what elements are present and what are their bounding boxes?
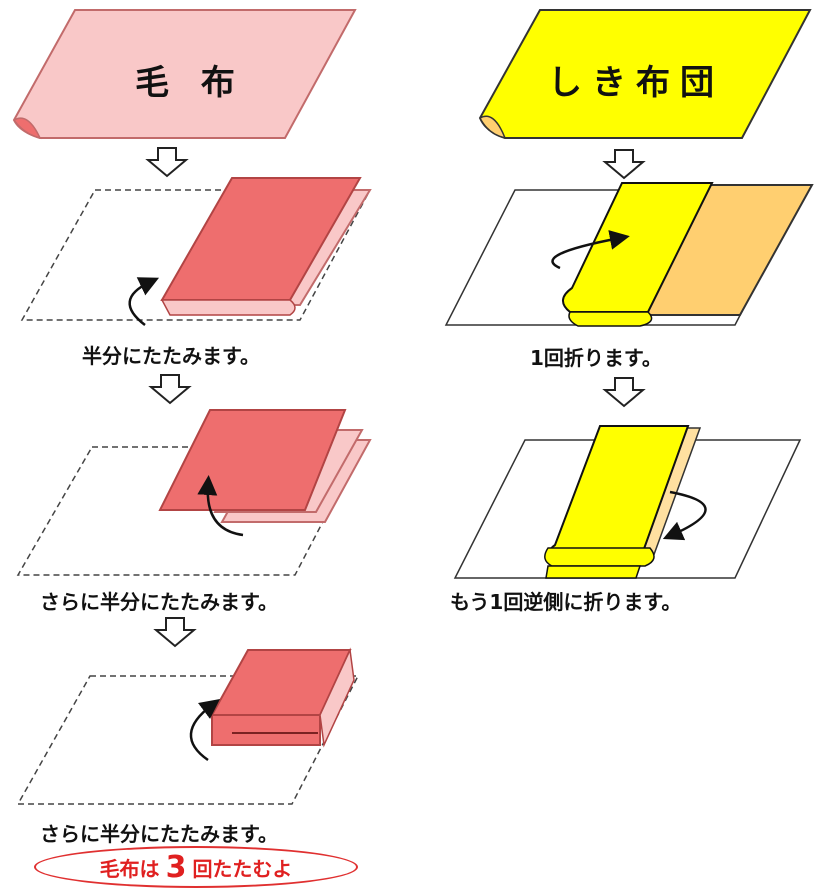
blanket-title-sheet: [12, 9, 357, 140]
blanket-title: 毛 布: [135, 63, 245, 103]
futon-title: しき布団: [548, 63, 724, 103]
down-arrow-icon: [148, 374, 192, 405]
blanket-step3-illustration: [16, 647, 360, 805]
down-arrow-icon: [145, 147, 189, 178]
blanket-step1-illustration: [20, 177, 372, 326]
note-suffix: 回たたむよ: [192, 856, 293, 881]
futon-step2-caption: もう1回逆側に折ります。: [450, 590, 682, 614]
futon-title-sheet: [478, 9, 812, 140]
blanket-step3-caption: さらに半分にたたみます。: [40, 822, 278, 846]
down-arrow-icon: [602, 377, 646, 408]
down-arrow-icon: [602, 149, 646, 180]
note-number: 3: [165, 849, 187, 885]
blanket-step1-caption: 半分にたたみます。: [82, 344, 260, 368]
note-prefix: 毛布は: [99, 856, 160, 881]
futon-step1-illustration: [444, 182, 814, 327]
down-arrow-icon: [153, 617, 197, 648]
futon-step1-caption: 1回折ります。: [530, 346, 662, 370]
blanket-step2-illustration: [16, 409, 372, 576]
futon-step2-illustration: [453, 425, 802, 579]
blanket-step2-caption: さらに半分にたたみます。: [40, 590, 278, 614]
fold-count-note: 毛布は 3 回たたむよ: [34, 846, 358, 888]
